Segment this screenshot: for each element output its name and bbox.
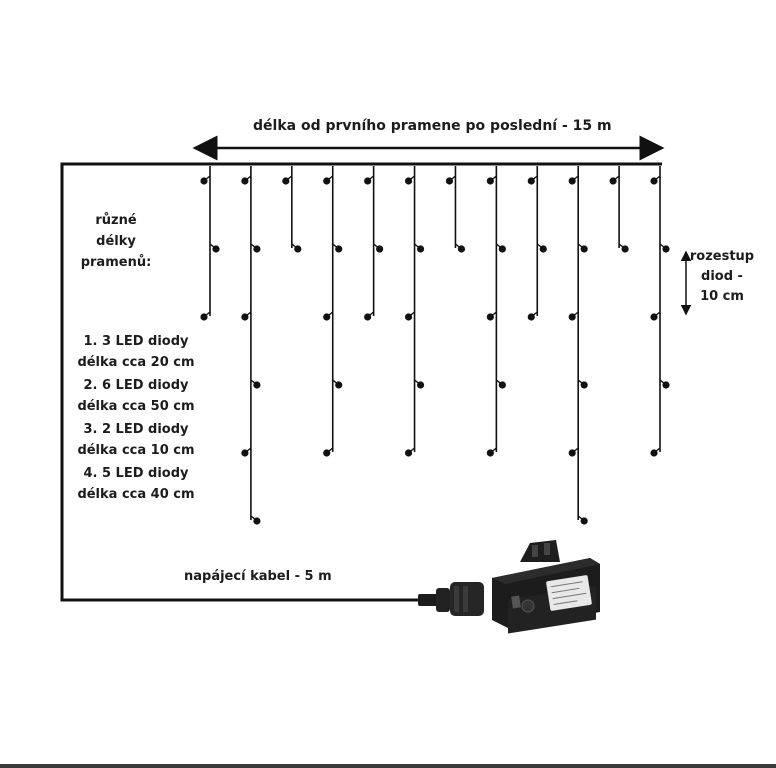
- led-bulb: [404, 313, 413, 321]
- strand-type-4-length: délka cca 40 cm: [77, 487, 195, 502]
- spacing-line-1: rozestup: [689, 249, 755, 264]
- led-bulb: [527, 177, 535, 185]
- led-bulb: [662, 381, 670, 389]
- led-bulb: [486, 177, 494, 185]
- varied-lengths-line-1: různé: [95, 213, 137, 228]
- led-bulb: [364, 177, 372, 185]
- bottom-edge-bar: [0, 764, 776, 768]
- strand-type-3-count: 3. 2 LED diody: [83, 422, 189, 437]
- led-bulb: [650, 449, 658, 457]
- led-bulb: [200, 313, 208, 321]
- cable-connector: [418, 582, 484, 616]
- width-label: délka od prvního pramene po poslední - 1…: [253, 118, 612, 134]
- varied-lengths-line-3: pramenů:: [80, 255, 152, 270]
- strand-type-list: 1. 3 LED diody délka cca 20 cm 2. 6 LED …: [56, 331, 216, 505]
- led-bulb: [568, 449, 576, 457]
- led-bulb: [253, 245, 261, 253]
- led-bulb: [621, 245, 629, 253]
- varied-lengths-label: různé délky pramenů:: [76, 210, 156, 273]
- led-bulb: [323, 177, 331, 185]
- strand-type-4-count: 4. 5 LED diody: [83, 466, 189, 481]
- strand-type-1: 1. 3 LED diody délka cca 20 cm: [56, 331, 216, 373]
- led-bulb: [662, 245, 670, 253]
- led-bulb: [416, 381, 425, 389]
- led-bulb: [486, 313, 494, 321]
- led-bulb: [376, 245, 384, 253]
- led-bulb: [323, 449, 331, 457]
- cable-label: napájecí kabel - 5 m: [184, 569, 332, 584]
- strand-type-2-count: 2. 6 LED diody: [83, 378, 189, 393]
- strand-type-4: 4. 5 LED diody délka cca 40 cm: [56, 463, 216, 505]
- led-bulb: [539, 245, 547, 253]
- led-bulb: [200, 177, 208, 185]
- led-bulb: [335, 245, 343, 253]
- led-strands: [200, 166, 670, 525]
- strand-type-3-length: délka cca 10 cm: [77, 443, 195, 458]
- led-bulb: [527, 313, 535, 321]
- strand-type-3: 3. 2 LED diody délka cca 10 cm: [56, 419, 216, 461]
- strand-type-1-length: délka cca 20 cm: [77, 355, 195, 370]
- spacing-line-3: 10 cm: [700, 289, 744, 304]
- carrier-wire: [60, 162, 662, 602]
- led-bulb: [404, 177, 413, 185]
- led-bulb: [253, 517, 261, 525]
- led-bulb: [323, 313, 331, 321]
- led-bulb: [294, 245, 302, 253]
- led-bulb: [568, 313, 576, 321]
- led-bulb: [650, 313, 658, 321]
- led-bulb: [609, 177, 617, 185]
- spacing-line-2: diod -: [701, 269, 743, 284]
- led-bulb: [650, 177, 658, 185]
- led-bulb: [212, 245, 220, 253]
- varied-lengths-line-2: délky: [96, 234, 136, 249]
- led-bulb: [457, 245, 466, 253]
- led-bulb: [498, 245, 506, 253]
- led-bulb: [580, 517, 588, 525]
- strand-type-2-length: délka cca 50 cm: [77, 399, 195, 414]
- led-bulb: [568, 177, 576, 185]
- led-bulb: [486, 449, 494, 457]
- led-bulb: [241, 177, 249, 185]
- led-bulb: [282, 177, 290, 185]
- spacing-label: rozestup diod - 10 cm: [682, 247, 762, 307]
- led-bulb: [445, 177, 454, 185]
- led-bulb: [580, 245, 588, 253]
- led-bulb: [498, 381, 506, 389]
- led-bulb: [253, 381, 261, 389]
- led-bulb: [364, 313, 372, 321]
- led-bulb: [416, 245, 425, 253]
- power-adapter: [492, 540, 600, 634]
- led-bulb: [404, 449, 413, 457]
- strand-type-1-count: 1. 3 LED diody: [83, 334, 189, 349]
- led-bulb: [580, 381, 588, 389]
- led-bulb: [241, 449, 249, 457]
- led-bulb: [335, 381, 343, 389]
- led-bulb: [241, 313, 249, 321]
- strand-type-2: 2. 6 LED diody délka cca 50 cm: [56, 375, 216, 417]
